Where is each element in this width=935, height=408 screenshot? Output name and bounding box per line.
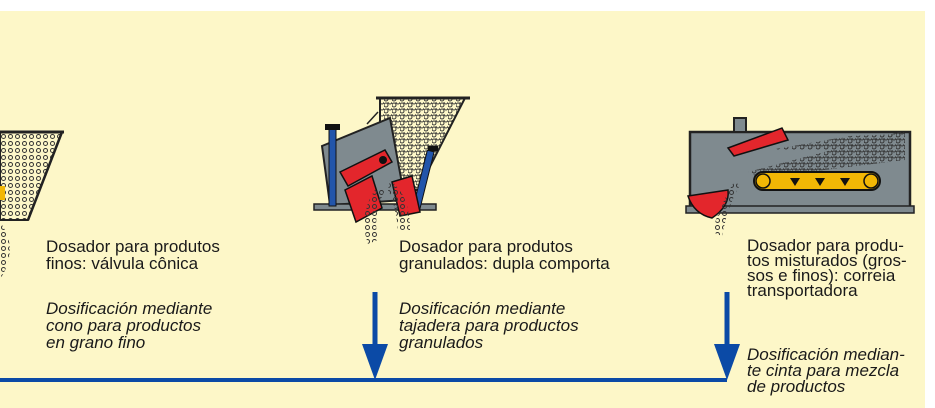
caption-3-es: Dosificación median- te cinta para mezcl… [747, 345, 905, 396]
caption-2-pt: Dosador para produtos granulados: dupla … [399, 237, 610, 273]
yellow-cone-part [0, 186, 5, 200]
caption-3-pt: Dosador para produ- tos misturados (gros… [747, 236, 907, 300]
flow-arrow-head-2 [714, 344, 740, 380]
double-gate-doser-illustration [313, 96, 470, 244]
caption-2-es: Dosificación mediante tajadera para prod… [399, 299, 579, 352]
flow-line [0, 292, 740, 382]
belt-conveyor-doser-illustration [685, 117, 915, 236]
flow-arrow-head-1 [362, 344, 388, 380]
caption-1-pt: Dosador para produtos finos: válvula côn… [46, 237, 220, 273]
caption-1-es: Dosificación mediante cono para producto… [46, 299, 213, 352]
cone-valve-doser-illustration [0, 130, 64, 278]
